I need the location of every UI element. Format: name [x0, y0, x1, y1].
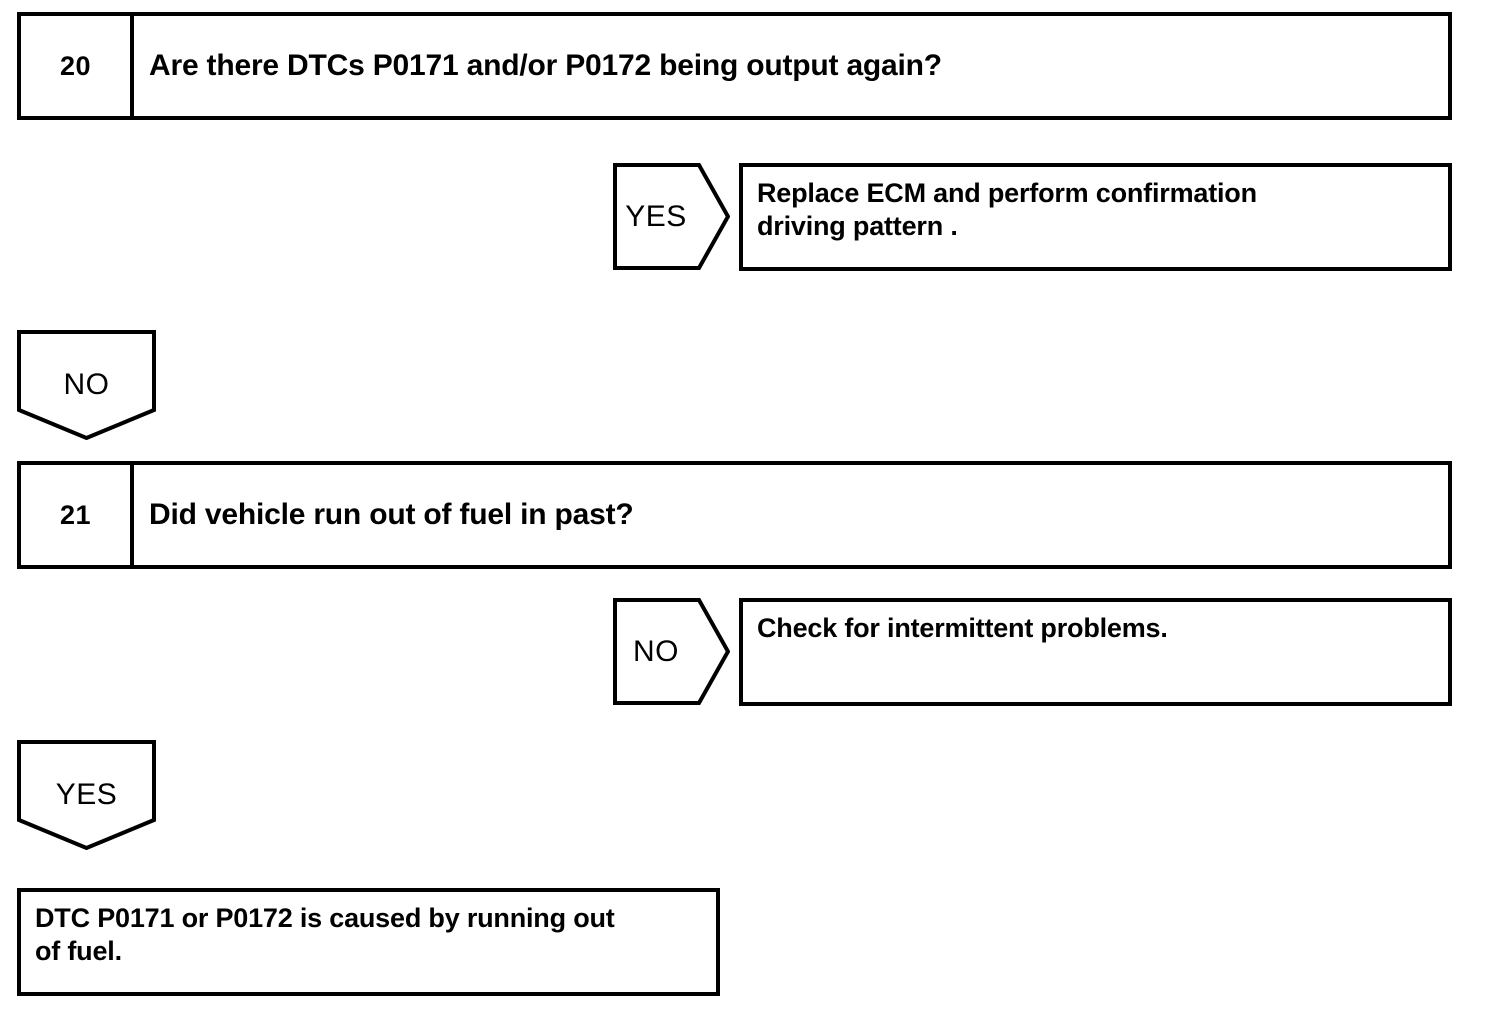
branch-pennant-no-step21: NO — [613, 598, 730, 705]
result-text-line-1: DTC P0171 or P0172 is caused by running … — [35, 903, 615, 933]
result-text-line-2: driving pattern . — [757, 210, 958, 241]
result-box-replace-ecm: Replace ECM and perform confirmation dri… — [739, 163, 1452, 271]
branch-pennant-yes-step21: YES — [17, 740, 156, 850]
pennant-down-shape — [17, 740, 156, 850]
result-text-line-1: Replace ECM and perform confirmation — [757, 178, 1257, 208]
result-box-caused-by-running-out-of-fuel: DTC P0171 or P0172 is caused by running … — [17, 888, 720, 996]
branch-pennant-no-step20: NO — [17, 330, 156, 440]
step-number-21: 21 — [21, 465, 134, 565]
step-row-21: 21 Did vehicle run out of fuel in past? — [17, 461, 1452, 569]
step-question-21: Did vehicle run out of fuel in past? — [149, 498, 634, 531]
result-text-line-1: Check for intermittent problems. — [757, 613, 1168, 643]
step-question-20: Are there DTCs P0171 and/or P0172 being … — [149, 49, 942, 82]
result-text-line-2: of fuel. — [35, 935, 122, 966]
result-box-intermittent-problems: Check for intermittent problems. — [739, 598, 1452, 706]
pennant-down-shape — [17, 330, 156, 440]
step-row-20: 20 Are there DTCs P0171 and/or P0172 bei… — [17, 12, 1452, 120]
pennant-right-shape — [613, 163, 730, 270]
step-number-20: 20 — [21, 16, 134, 116]
branch-pennant-yes-step20: YES — [613, 163, 730, 270]
pennant-right-shape — [613, 598, 730, 705]
